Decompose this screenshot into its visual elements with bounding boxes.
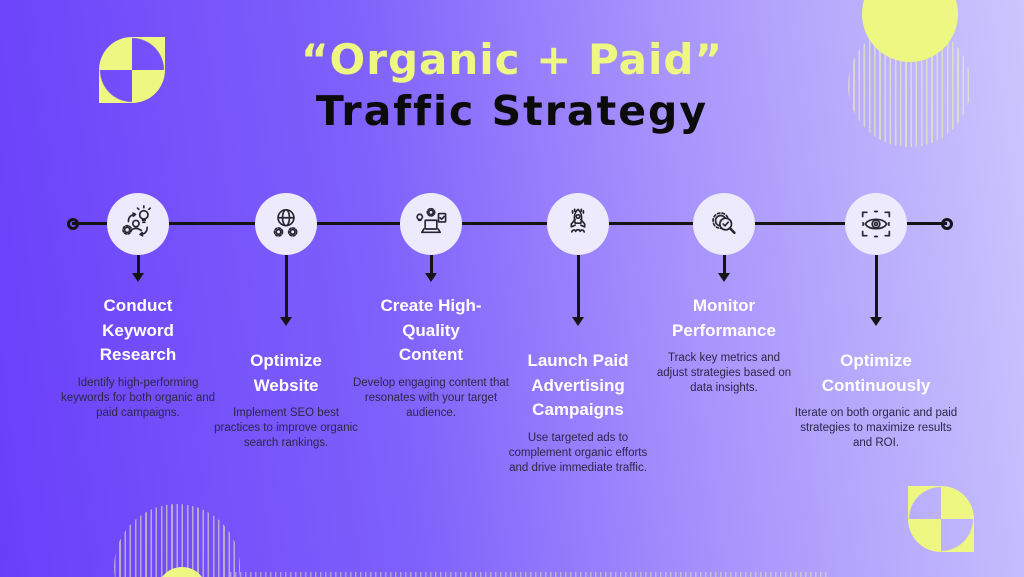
brainstorm-icon bbox=[122, 205, 152, 237]
step-item-5: Monitor Performance Track key metrics an… bbox=[636, 294, 812, 396]
step-item-4: Launch Paid Advertising Campaigns Use ta… bbox=[490, 349, 666, 476]
step-node-6 bbox=[845, 193, 907, 255]
timeline-end-ring bbox=[941, 218, 953, 230]
step-item-1: Conduct Keyword Research Identify high-p… bbox=[50, 294, 226, 421]
rocket-launch-icon bbox=[570, 208, 586, 233]
corner-logo-bottom-right bbox=[908, 486, 974, 552]
website-gears-icon bbox=[273, 209, 298, 237]
step-node-4 bbox=[547, 193, 609, 255]
logo-quadrant bbox=[941, 519, 974, 552]
step-heading: Create High-Quality Content bbox=[380, 296, 482, 364]
logo-quadrant bbox=[908, 519, 941, 552]
step-heading: Monitor Performance bbox=[672, 296, 776, 340]
magnifier-gear-icon bbox=[712, 212, 736, 234]
logo-quadrant bbox=[941, 486, 974, 519]
title-block: “Organic + Paid” Traffic Strategy bbox=[0, 34, 1024, 136]
eye-focus-icon bbox=[861, 210, 891, 238]
step-node-1 bbox=[107, 193, 169, 255]
step-description: Implement SEO best practices to improve … bbox=[214, 407, 358, 449]
down-arrow bbox=[137, 255, 140, 273]
step-node-3 bbox=[400, 193, 462, 255]
down-arrow bbox=[577, 255, 580, 317]
logo-quadrant bbox=[908, 486, 941, 519]
striped-circle-bottom-left bbox=[114, 504, 240, 577]
step-item-6: Optimize Continuously Iterate on both or… bbox=[788, 349, 964, 451]
title-line-1: “Organic + Paid” bbox=[300, 35, 724, 84]
bottom-stripe-band bbox=[230, 572, 830, 577]
down-arrow bbox=[430, 255, 433, 273]
step-item-3: Create High-Quality Content Develop enga… bbox=[343, 294, 519, 421]
step-heading: Conduct Keyword Research bbox=[99, 296, 177, 364]
down-arrow bbox=[723, 255, 726, 273]
logo-quadrant bbox=[99, 70, 132, 103]
step-heading: Optimize Website bbox=[250, 351, 322, 395]
step-heading: Optimize Continuously bbox=[821, 351, 931, 395]
timeline-line bbox=[72, 222, 947, 225]
step-node-5 bbox=[693, 193, 755, 255]
timeline-start-ring bbox=[67, 218, 79, 230]
step-description: Iterate on both organic and paid strateg… bbox=[794, 407, 958, 449]
step-node-2 bbox=[255, 193, 317, 255]
down-arrow bbox=[875, 255, 878, 317]
content-laptop-icon bbox=[416, 207, 447, 234]
step-description: Identify high-performing keywords for bo… bbox=[60, 376, 216, 419]
corner-logo-top-left bbox=[99, 37, 165, 103]
step-description: Track key metrics and adjust strategies … bbox=[656, 352, 792, 394]
step-item-2: Optimize Website Implement SEO best prac… bbox=[198, 349, 374, 451]
logo-quadrant bbox=[132, 37, 165, 70]
yellow-circle-bottom-left bbox=[157, 567, 207, 577]
step-heading: Launch Paid Advertising Campaigns bbox=[527, 351, 629, 419]
down-arrow bbox=[285, 255, 288, 317]
step-description: Develop engaging content that resonates … bbox=[352, 376, 509, 419]
step-description: Use targeted ads to complement organic e… bbox=[508, 431, 648, 474]
title-line-2: Traffic Strategy bbox=[315, 87, 709, 135]
